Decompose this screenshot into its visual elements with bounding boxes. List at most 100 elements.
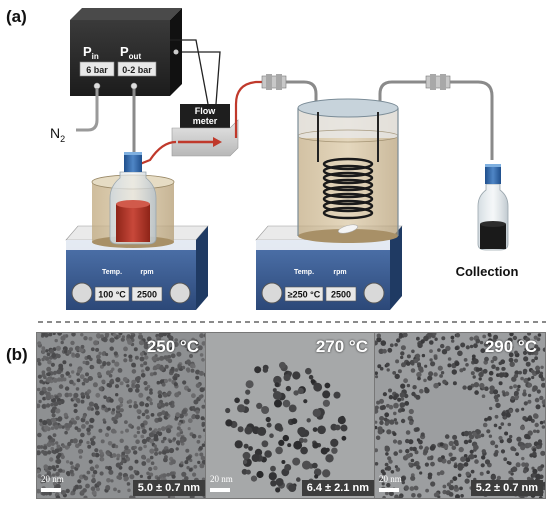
nanoparticle <box>75 398 81 403</box>
nanoparticle <box>524 347 528 351</box>
nanoparticle <box>53 401 59 407</box>
tem-panel-270: 270 °C 20 nm 6.4 ± 2.1 nm <box>205 332 377 499</box>
nanoparticle <box>149 455 154 460</box>
nanoparticle <box>433 372 438 377</box>
rpm-knob-right[interactable] <box>363 282 385 304</box>
signal-wire-1 <box>170 39 209 105</box>
nanoparticle <box>162 473 167 478</box>
nanoparticle <box>278 439 285 446</box>
nanoparticle <box>520 445 526 451</box>
nanoparticle <box>410 475 416 481</box>
nanoparticle <box>82 415 86 419</box>
nanoparticle <box>511 466 518 472</box>
nanoparticle <box>448 440 454 447</box>
rpm-knob-left[interactable] <box>169 282 191 304</box>
nanoparticle <box>297 387 304 395</box>
nanoparticle <box>153 465 158 471</box>
nanoparticle <box>200 455 206 461</box>
nanoparticle <box>535 371 539 375</box>
temp-knob-left[interactable] <box>71 282 93 304</box>
nanoparticle <box>86 427 91 433</box>
nanoparticle <box>521 456 525 461</box>
nanoparticle <box>157 393 163 399</box>
nanoparticle <box>85 372 89 377</box>
nanoparticle <box>448 492 454 497</box>
nanoparticle <box>303 438 308 443</box>
nanoparticle <box>296 477 301 482</box>
nanoparticle <box>149 391 153 395</box>
nanoparticle <box>56 458 62 464</box>
nanoparticle <box>380 469 385 474</box>
nanoparticle <box>489 385 495 391</box>
nanoparticle <box>468 439 472 443</box>
nanoparticle <box>116 453 121 458</box>
nanoparticle <box>458 446 464 453</box>
panel-b-label: (b) <box>6 345 28 364</box>
nanoparticle <box>148 427 152 431</box>
nanoparticle <box>474 459 479 464</box>
nanoparticle <box>341 435 347 441</box>
nanoparticle <box>100 334 104 339</box>
nanoparticle <box>520 425 525 431</box>
nanoparticle <box>293 390 299 396</box>
nanoparticle <box>440 371 445 375</box>
nanoparticle <box>91 474 96 478</box>
nanoparticle <box>399 392 405 398</box>
nanoparticle <box>69 379 74 385</box>
nanoparticle <box>405 448 410 454</box>
nanoparticle <box>512 335 518 341</box>
nanoparticle <box>153 444 157 448</box>
nanoparticle <box>498 372 504 378</box>
nanoparticle <box>95 347 100 352</box>
temp-knob-right[interactable] <box>261 282 283 304</box>
nanoparticle <box>135 439 140 444</box>
nanoparticle <box>234 397 240 404</box>
nanoparticle <box>467 385 473 391</box>
nanoparticle <box>382 495 386 498</box>
nanoparticle <box>195 375 200 380</box>
nanoparticle <box>537 333 542 337</box>
nanoparticle <box>191 433 197 439</box>
fitting-left <box>261 74 287 90</box>
nanoparticle <box>375 405 379 410</box>
nanoparticle <box>153 348 157 352</box>
nanoparticle <box>153 433 159 439</box>
nanoparticle <box>292 457 301 466</box>
nanoparticle <box>421 353 426 358</box>
nanoparticle <box>101 351 106 356</box>
nanoparticle <box>117 368 123 373</box>
nanoparticle <box>43 464 49 470</box>
nanoparticle <box>487 416 492 421</box>
nanoparticle <box>411 391 416 397</box>
nanoparticle <box>330 438 339 447</box>
nanoparticle <box>179 413 184 419</box>
nanoparticle <box>201 423 205 427</box>
scale-bar-250 <box>41 488 61 492</box>
rpm-label-right: rpm <box>333 269 346 276</box>
nanoparticle <box>95 333 101 339</box>
nanoparticle <box>506 437 513 444</box>
nanoparticle <box>457 462 463 468</box>
nanoparticle <box>340 424 348 432</box>
nanoparticle <box>376 435 381 440</box>
nanoparticle <box>120 430 124 434</box>
nanoparticle <box>78 455 83 459</box>
nanoparticle <box>174 368 179 372</box>
nanoparticle <box>387 347 393 353</box>
nanoparticle <box>141 429 147 434</box>
nanoparticle <box>177 365 181 369</box>
nanoparticle <box>400 345 406 351</box>
nanoparticle <box>47 420 53 426</box>
nanoparticle <box>124 420 128 424</box>
nanoparticle <box>522 368 528 374</box>
nanoparticle <box>452 434 458 440</box>
nanoparticle <box>92 452 96 457</box>
nanoparticle <box>175 412 181 418</box>
nanoparticle <box>465 345 470 350</box>
nanoparticle <box>381 482 385 486</box>
nanoparticle <box>535 474 541 480</box>
nanoparticle <box>470 371 475 376</box>
nanoparticle <box>261 406 270 414</box>
nanoparticle <box>135 388 140 393</box>
nanoparticle <box>40 480 44 484</box>
